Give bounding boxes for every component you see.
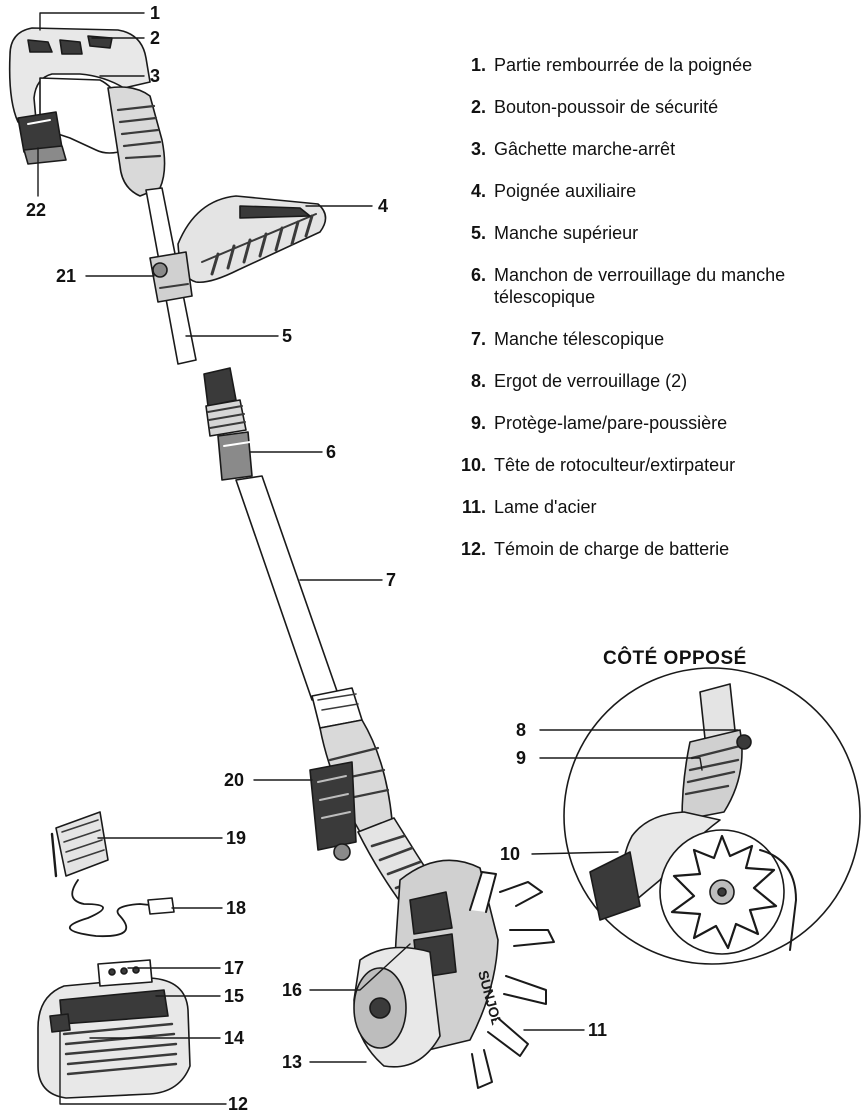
callout-11: 11: [588, 1020, 608, 1040]
callout-10: 10: [500, 844, 521, 864]
legend-number: 10.: [460, 455, 486, 475]
opposite-side-detail: [563, 667, 861, 965]
legend-item: 12. Témoin de charge de batterie: [452, 538, 862, 560]
telescopic-shaft: [235, 475, 339, 701]
callout-20: 20: [224, 770, 245, 790]
callout-19: 19: [226, 828, 247, 848]
legend-number: 8.: [470, 371, 486, 391]
callout-22: 22: [26, 200, 47, 220]
legend-item: 8. Ergot de verrouillage (2): [452, 370, 862, 392]
callout-14: 14: [224, 1028, 245, 1048]
callout-1: 1: [150, 3, 161, 23]
legend-item: 1. Partie rembourrée de la poignée: [452, 54, 862, 76]
legend-item: 10. Tête de rotoculteur/extirpateur: [452, 454, 862, 476]
leader-lines: [37, 12, 739, 1105]
callout-21: 21: [56, 266, 77, 286]
callout-9: 9: [516, 748, 527, 768]
callout-3: 3: [150, 66, 161, 86]
steel-blades: [469, 871, 555, 1089]
callout-17: 17: [224, 958, 245, 978]
telescopic-lock-sleeve: [203, 367, 253, 481]
aux-handle-clamp: [149, 251, 193, 303]
legend-number: 3.: [470, 139, 486, 159]
callout-16: 16: [282, 980, 303, 1000]
auxiliary-handle: [177, 195, 327, 284]
callout-15: 15: [224, 986, 245, 1006]
legend-item: 3. Gâchette marche-arrêt: [452, 138, 862, 160]
legend-number: 4.: [470, 181, 486, 201]
legend-item: 5. Manche supérieur: [452, 222, 862, 244]
callout-8: 8: [516, 720, 527, 740]
legend-text: Protège-lame/pare-poussière: [494, 413, 728, 433]
mounted-battery: [309, 761, 357, 861]
legend-text: Gâchette marche-arrêt: [494, 139, 676, 159]
legend-text: Partie rembourrée de la poignée: [494, 55, 753, 75]
battery-pack: [37, 959, 191, 1099]
legend-item: 4. Poignée auxiliaire: [452, 180, 862, 202]
main-handle: [8, 27, 166, 197]
legend-text: Manche télescopique: [494, 329, 665, 349]
lower-body: [311, 687, 447, 919]
legend-text: Tête de rotoculteur/extirpateur: [494, 455, 736, 475]
legend-number: 11.: [461, 497, 486, 517]
legend-text: Manche supérieur: [494, 223, 639, 243]
charger: [50, 811, 175, 938]
callout-12: 12: [228, 1094, 249, 1114]
legend-item: 7. Manche télescopique: [452, 328, 862, 350]
callout-5: 5: [282, 326, 293, 346]
legend-number: 1.: [470, 55, 486, 75]
opposite-side-title: CÔTÉ OPPOSÉ: [603, 648, 747, 669]
legend-number: 5.: [470, 223, 486, 243]
legend-number: 7.: [470, 329, 486, 349]
legend-number: 9.: [470, 413, 486, 433]
legend-text: Lame d'acier: [494, 497, 597, 517]
callout-13: 13: [282, 1052, 303, 1072]
legend-text: Ergot de verrouillage (2): [494, 371, 688, 391]
handle-battery: [17, 111, 67, 165]
legend-number: 6.: [470, 265, 486, 285]
legend-item: 9. Protège-lame/pare-poussière: [452, 412, 862, 434]
legend-text: Témoin de charge de batterie: [494, 539, 730, 559]
legend-item: 11. Lame d'acier: [452, 496, 862, 518]
legend-item: 2. Bouton-poussoir de sécurité: [452, 96, 862, 118]
legend-text: Manchon de verrouillage du manche télesc…: [494, 265, 786, 307]
callout-7: 7: [386, 570, 397, 590]
legend-item: 6. Manchon de verrouillage du manche téle…: [452, 264, 862, 308]
callout-2: 2: [150, 28, 161, 48]
callout-4: 4: [378, 196, 389, 216]
callout-6: 6: [326, 442, 337, 462]
callout-18: 18: [226, 898, 247, 918]
legend-number: 12.: [460, 539, 486, 559]
legend-text: Poignée auxiliaire: [494, 181, 637, 201]
legend-number: 2.: [470, 97, 486, 117]
legend-text: Bouton-poussoir de sécurité: [494, 97, 719, 117]
